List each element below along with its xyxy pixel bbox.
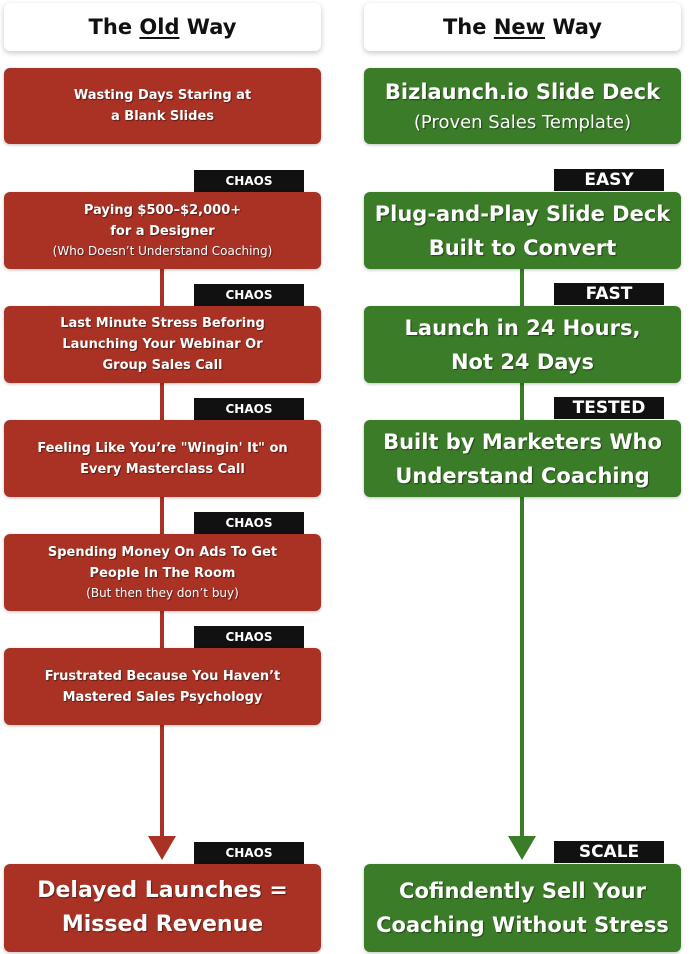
step-line: Spending Money On Ads To Get bbox=[47, 545, 278, 560]
easy-badge: EASY bbox=[554, 169, 664, 191]
old-way-step: Last Minute Stress Beforing Launching Yo… bbox=[4, 306, 321, 383]
old-way-header-suffix: Way bbox=[179, 15, 237, 39]
chaos-badge: CHAOS bbox=[194, 170, 304, 192]
new-way-header-prefix: The bbox=[442, 15, 494, 39]
old-way-result: Delayed Launches = Missed Revenue bbox=[4, 864, 321, 952]
step-line: Frustrated Because You Haven’t bbox=[44, 668, 281, 684]
new-way-step: Plug-and-Play Slide Deck Built to Conver… bbox=[364, 192, 681, 269]
step-line: Group Sales Call bbox=[102, 358, 223, 373]
new-way-result: Cofindently Sell Your Coaching Without S… bbox=[364, 864, 681, 952]
old-way-step: Wasting Days Staring at a Blank Slides bbox=[4, 68, 321, 144]
old-way-header-emphasis: Old bbox=[139, 15, 180, 39]
step-line: Wasting Days Staring at bbox=[73, 88, 252, 103]
chaos-badge: CHAOS bbox=[194, 512, 304, 534]
step-subtext: (But then they don’t buy) bbox=[86, 586, 239, 600]
old-way-arrowhead bbox=[148, 836, 176, 860]
step-subtext: (Who Doesn’t Understand Coaching) bbox=[52, 244, 273, 258]
step-line: Understand Coaching bbox=[395, 463, 650, 488]
scale-badge: SCALE bbox=[554, 841, 664, 863]
new-way-step: Built by Marketers Who Understand Coachi… bbox=[364, 420, 681, 497]
step-line: Not 24 Days bbox=[450, 349, 595, 374]
chaos-badge: CHAOS bbox=[194, 284, 304, 306]
new-way-header-suffix: Way bbox=[545, 15, 602, 39]
step-line: People In The Room bbox=[89, 566, 236, 581]
result-line: Coaching Without Stress bbox=[376, 913, 669, 937]
old-way-header: The Old Way bbox=[4, 3, 321, 51]
fast-badge: FAST bbox=[554, 283, 664, 305]
old-way-step: Paying $500–$2,000+ for a Designer (Who … bbox=[4, 192, 321, 269]
step-line: Every Masterclass Call bbox=[80, 461, 245, 477]
step-line: Mastered Sales Psychology bbox=[62, 689, 263, 705]
old-way-header-prefix: The bbox=[88, 15, 140, 39]
step-line: Built by Marketers Who bbox=[383, 429, 662, 454]
step-line: Paying $500–$2,000+ bbox=[83, 203, 242, 218]
step-line: a Blank Slides bbox=[111, 109, 214, 124]
step-line: for a Designer bbox=[110, 224, 215, 239]
step-line: Launch in 24 Hours, bbox=[404, 315, 641, 340]
step-line: Last Minute Stress Beforing bbox=[60, 316, 265, 331]
old-way-step: Frustrated Because You Haven’t Mastered … bbox=[4, 648, 321, 725]
chaos-badge: CHAOS bbox=[194, 398, 304, 420]
result-line: Delayed Launches = bbox=[37, 878, 288, 903]
tested-badge: TESTED bbox=[554, 397, 664, 419]
step-line: Feeling Like You’re "Wingin' It" on bbox=[37, 440, 288, 456]
step-line: Launching Your Webinar Or bbox=[62, 337, 263, 352]
new-way-header: The New Way bbox=[364, 3, 681, 51]
chaos-badge: CHAOS bbox=[194, 842, 304, 864]
step-line: Built to Convert bbox=[428, 235, 617, 260]
result-line: Cofindently Sell Your bbox=[399, 879, 646, 903]
new-way-header-emphasis: New bbox=[493, 15, 546, 39]
new-way-step: Bizlaunch.io Slide Deck (Proven Sales Te… bbox=[364, 68, 681, 144]
new-way-arrowhead bbox=[508, 836, 536, 860]
old-way-step: Feeling Like You’re "Wingin' It" on Ever… bbox=[4, 420, 321, 497]
step-line: Plug-and-Play Slide Deck bbox=[374, 201, 671, 226]
chaos-badge: CHAOS bbox=[194, 626, 304, 648]
result-line: Missed Revenue bbox=[61, 912, 264, 937]
step-line: Bizlaunch.io Slide Deck bbox=[384, 80, 661, 104]
step-subtext: (Proven Sales Template) bbox=[413, 112, 632, 133]
new-way-step: Launch in 24 Hours, Not 24 Days bbox=[364, 306, 681, 383]
old-way-step: Spending Money On Ads To Get People In T… bbox=[4, 534, 321, 611]
